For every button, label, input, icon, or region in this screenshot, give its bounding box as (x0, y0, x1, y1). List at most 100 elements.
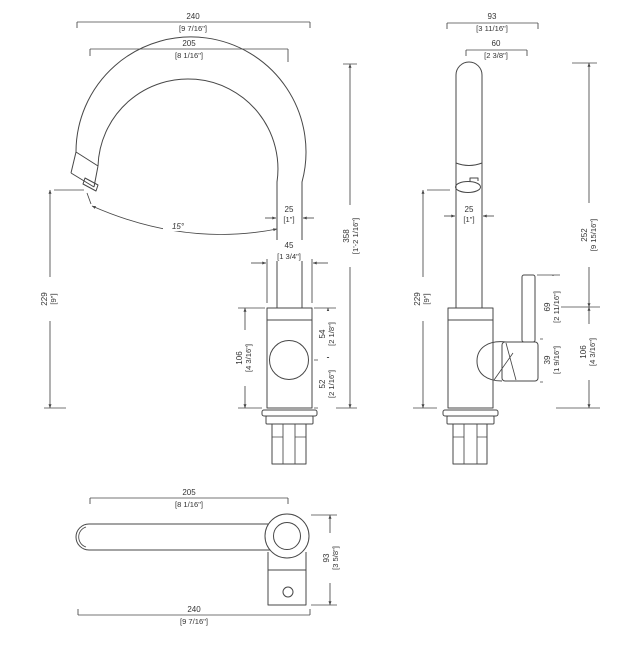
side-dim-252-mm: 252 (580, 228, 589, 242)
front-dim-229-mm: 229 (40, 292, 49, 306)
side-base-flange (442, 409, 499, 417)
side-collar-seam (455, 162, 483, 166)
front-dim-240-mm: 240 (186, 12, 200, 21)
front-shank-lines (272, 424, 306, 464)
side-tube (455, 61, 483, 308)
side-base-nut (446, 415, 495, 425)
side-dim-25-mm: 25 (465, 205, 474, 214)
side-handle-base (501, 341, 539, 382)
front-spout-inner-outline (97, 78, 279, 308)
front-angle-leader (91, 205, 278, 235)
top-dim-205-mm: 205 (182, 488, 196, 497)
top-dim-240-in: [9 7/16"] (180, 617, 208, 626)
front-base-shank (271, 423, 307, 465)
front-dim-54-in: [2 1/8"] (327, 322, 336, 346)
side-dim-69-in: [2 11/16"] (552, 291, 561, 323)
top-dim-205-in: [8 1/16"] (175, 500, 203, 509)
front-dim-205-mm: 205 (182, 39, 196, 48)
side-dim-39-mm: 39 (543, 355, 552, 364)
side-dim-93-mm: 93 (488, 12, 497, 21)
front-dim-205-in: [8 1/16"] (175, 51, 203, 60)
side-dim-69-mm: 69 (543, 302, 552, 311)
front-dim-45-label: 45 [1 3/4"] (272, 240, 306, 261)
front-dim-25-in: [1"] (283, 215, 294, 224)
front-dim-25-mm: 25 (285, 205, 294, 214)
front-dim-54-mm: 54 (318, 329, 327, 338)
side-dim-25-in: [1"] (463, 215, 474, 224)
side-dim-106-in: [4 3/16"] (588, 338, 597, 366)
front-dim-45-in: [1 3/4"] (277, 252, 301, 261)
front-angle-tick (86, 192, 92, 205)
side-dim-229-in: [9"] (422, 293, 431, 304)
front-joint-circle (269, 340, 309, 380)
top-dim-93-mm: 93 (322, 553, 331, 562)
front-base-nut (265, 415, 314, 425)
side-body (447, 307, 494, 409)
front-dim-358-label: 358 [1'-2 1/16"] (342, 205, 360, 267)
top-spout-tip-detail (78, 526, 87, 548)
top-handle-screw (282, 586, 294, 598)
top-spout-outline (75, 523, 272, 551)
side-shank-lines (453, 424, 487, 464)
side-dim-106-mm: 106 (579, 345, 588, 359)
side-dim-252-ext (558, 62, 600, 308)
side-handle-joint (476, 341, 507, 382)
front-dim-52-label: 52 [2 1/16"] (318, 358, 336, 410)
front-body (266, 307, 313, 409)
side-dim-69-label: 69 [2 11/16"] (543, 276, 561, 338)
front-dim-106-label: 106 [4 3/16"] (235, 330, 253, 386)
front-spout-outer-outline (75, 36, 307, 308)
side-dim-93-in: [3 11/16"] (476, 24, 508, 33)
front-dim-45-ext (266, 259, 313, 303)
front-dim-240-line (76, 21, 311, 28)
front-view: 240 [9 7/16"] 205 [8 1/16"] 15° 25 [1"] … (40, 12, 360, 465)
front-aerator (82, 177, 99, 192)
side-outlet (455, 181, 481, 193)
front-dim-45-mm: 45 (285, 241, 294, 250)
side-dim-60-mm: 60 (492, 39, 501, 48)
side-dim-106-label: 106 [4 3/16"] (579, 324, 597, 380)
side-dim-60-in: [2 3/8"] (484, 51, 508, 60)
side-dim-25-label: 25 [1"] (459, 204, 479, 224)
top-view: 205 [8 1/16"] 240 [9 7/16"] 93 [3 5/8"] (75, 488, 340, 626)
front-base-flange (261, 409, 318, 417)
front-dim-205-line (89, 48, 289, 62)
side-dim-252-in: [9 15/16"] (589, 219, 598, 251)
side-dim-60-line (465, 49, 528, 56)
side-view: 93 [3 11/16"] 60 [2 3/8"] 25 [1"] 252 [9… (413, 12, 600, 465)
side-handle-seams (493, 342, 517, 381)
side-dim-39-in: [1 9/16"] (552, 346, 561, 374)
side-handle-lever (521, 274, 536, 343)
front-dim-52-mm: 52 (318, 379, 327, 388)
front-spout-tip (70, 151, 99, 188)
top-dim-240-mm: 240 (187, 605, 201, 614)
side-dim-93-line (446, 22, 539, 29)
front-dim-358-mm: 358 (342, 229, 351, 243)
front-dim-106-ext (238, 307, 265, 409)
front-angle-label: 15° (163, 219, 193, 231)
front-dim-229-in: [9"] (49, 293, 58, 304)
front-angle-text: 15° (172, 222, 185, 231)
top-dim-93-ext (311, 514, 337, 606)
side-dim-229-ext (413, 189, 450, 409)
side-dim-229-label: 229 [9"] (413, 277, 431, 321)
front-dim-229-ext (44, 189, 84, 409)
top-body-circle-inner (273, 522, 301, 550)
top-dim-205-line (89, 497, 289, 504)
front-dim-52-in: [2 1/16"] (327, 370, 336, 398)
front-dim-240-in: [9 7/16"] (179, 24, 207, 33)
side-dim-39-label: 39 [1 9/16"] (543, 331, 561, 389)
front-dim-229-label: 229 [9"] (40, 277, 58, 321)
top-handle-block (267, 552, 307, 606)
front-dim-106-mm: 106 (235, 351, 244, 365)
side-base-shank (452, 423, 488, 465)
top-dim-240-line (77, 609, 311, 616)
front-dim-358-in: [1'-2 1/16"] (351, 218, 360, 254)
front-dim-54-label: 54 [2 1/8"] (318, 311, 336, 357)
top-dim-93-in: [3 5/8"] (331, 546, 340, 570)
front-dim-25-label: 25 [1"] (279, 204, 299, 224)
top-dim-93-label: 93 [3 5/8"] (322, 533, 340, 583)
side-dim-252-label: 252 [9 15/16"] (580, 203, 598, 267)
